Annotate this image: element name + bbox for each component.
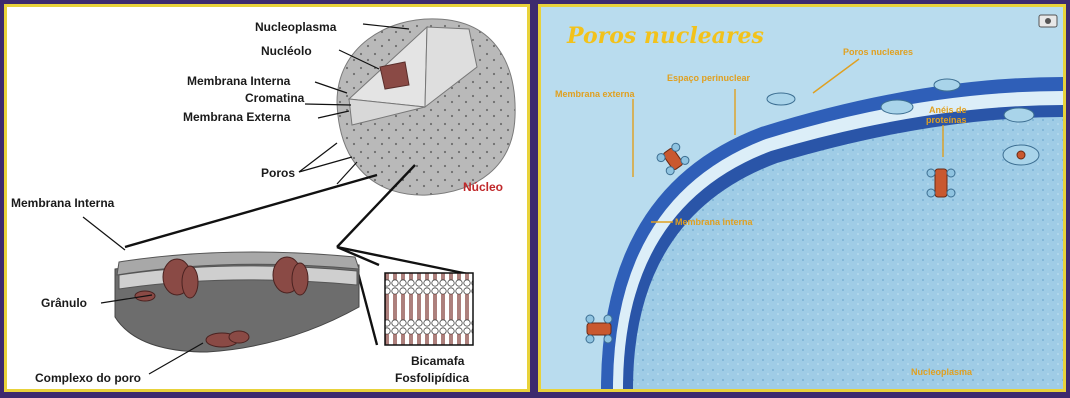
label-cromatina: Cromatina — [245, 91, 305, 105]
label-espaco-perinuclear: Espaço perinuclear — [667, 73, 751, 83]
label-poros: Poros — [261, 166, 295, 180]
label-nucleoplasma: Nucleoplasma — [255, 20, 337, 34]
label-membrana-interna-left: Membrana Interna — [11, 196, 115, 210]
label-nucleo: Núcleo — [463, 180, 503, 194]
label-nucleoplasma: Nucleoplasma — [911, 367, 973, 377]
label-membrana-interna: Membrana interna — [675, 217, 754, 227]
label-bicamada-line1: Bicamafa — [411, 354, 465, 368]
label-membrana-externa: Membrana Externa — [183, 110, 291, 124]
nuclear-pores-diagram: Poros nucleares Poros nucleares Espaço p… — [541, 7, 1063, 389]
label-bicamada-line2: Fosfolipídica — [395, 371, 469, 385]
nuclear-pores-panel: Poros nucleares Poros nucleares Espaço p… — [538, 4, 1066, 392]
label-poros-nucleares: Poros nucleares — [843, 47, 913, 57]
membrane-slab — [115, 252, 359, 352]
label-nucleolo: Nucléolo — [261, 44, 312, 58]
nucleus-diagram: Nucleoplasma Nucléolo Membrana Interna C… — [7, 7, 527, 389]
nucleus-sphere — [337, 19, 515, 195]
nucleus-structure-panel: Nucleoplasma Nucléolo Membrana Interna C… — [4, 4, 530, 392]
nucleolus-shape — [380, 62, 409, 89]
label-membrana-interna-top: Membrana Interna — [187, 74, 291, 88]
title-poros-nucleares: Poros nucleares — [566, 23, 764, 49]
label-aneis-1: Anéis de — [929, 105, 967, 115]
logo-icon — [1039, 15, 1057, 27]
label-complexo-do-poro: Complexo do poro — [35, 371, 141, 385]
label-aneis-2: proteínas — [926, 115, 967, 125]
phospholipid-bilayer-box — [385, 273, 473, 345]
label-granulo: Grânulo — [41, 296, 87, 310]
label-membrana-externa: Membrana externa — [555, 89, 636, 99]
